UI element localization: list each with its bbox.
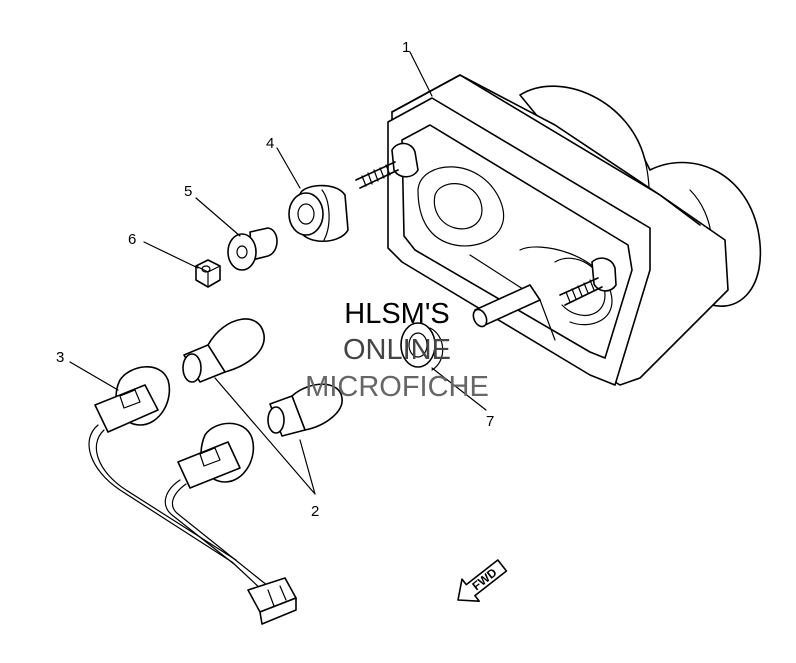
- nut-part-6[interactable]: [195, 259, 221, 288]
- watermark: HLSM'S ONLINE MICROFICHE: [305, 298, 489, 403]
- callout-leaders: [69, 51, 487, 495]
- socket-harness-part-3[interactable]: [88, 366, 297, 625]
- callout-4: 4: [266, 135, 274, 152]
- bulb-lower[interactable]: [267, 383, 343, 437]
- watermark-line-1: HLSM'S: [344, 298, 449, 330]
- callout-7: 7: [486, 413, 494, 430]
- callout-2: 2: [311, 503, 319, 520]
- callout-1: 1: [402, 39, 410, 56]
- grommet-part-4[interactable]: [288, 184, 349, 242]
- watermark-line-3: MICROFICHE: [305, 371, 489, 403]
- bulb-upper[interactable]: [182, 318, 265, 383]
- taillight-housing[interactable]: [355, 74, 762, 386]
- callout-6: 6: [128, 231, 136, 248]
- grommet-part-7[interactable]: [400, 322, 444, 371]
- callout-5: 5: [184, 183, 192, 200]
- callout-3: 3: [56, 349, 64, 366]
- fwd-direction-arrow: FWD: [457, 559, 508, 602]
- watermark-line-2: ONLINE: [343, 334, 451, 366]
- collar-part-5[interactable]: [227, 227, 278, 271]
